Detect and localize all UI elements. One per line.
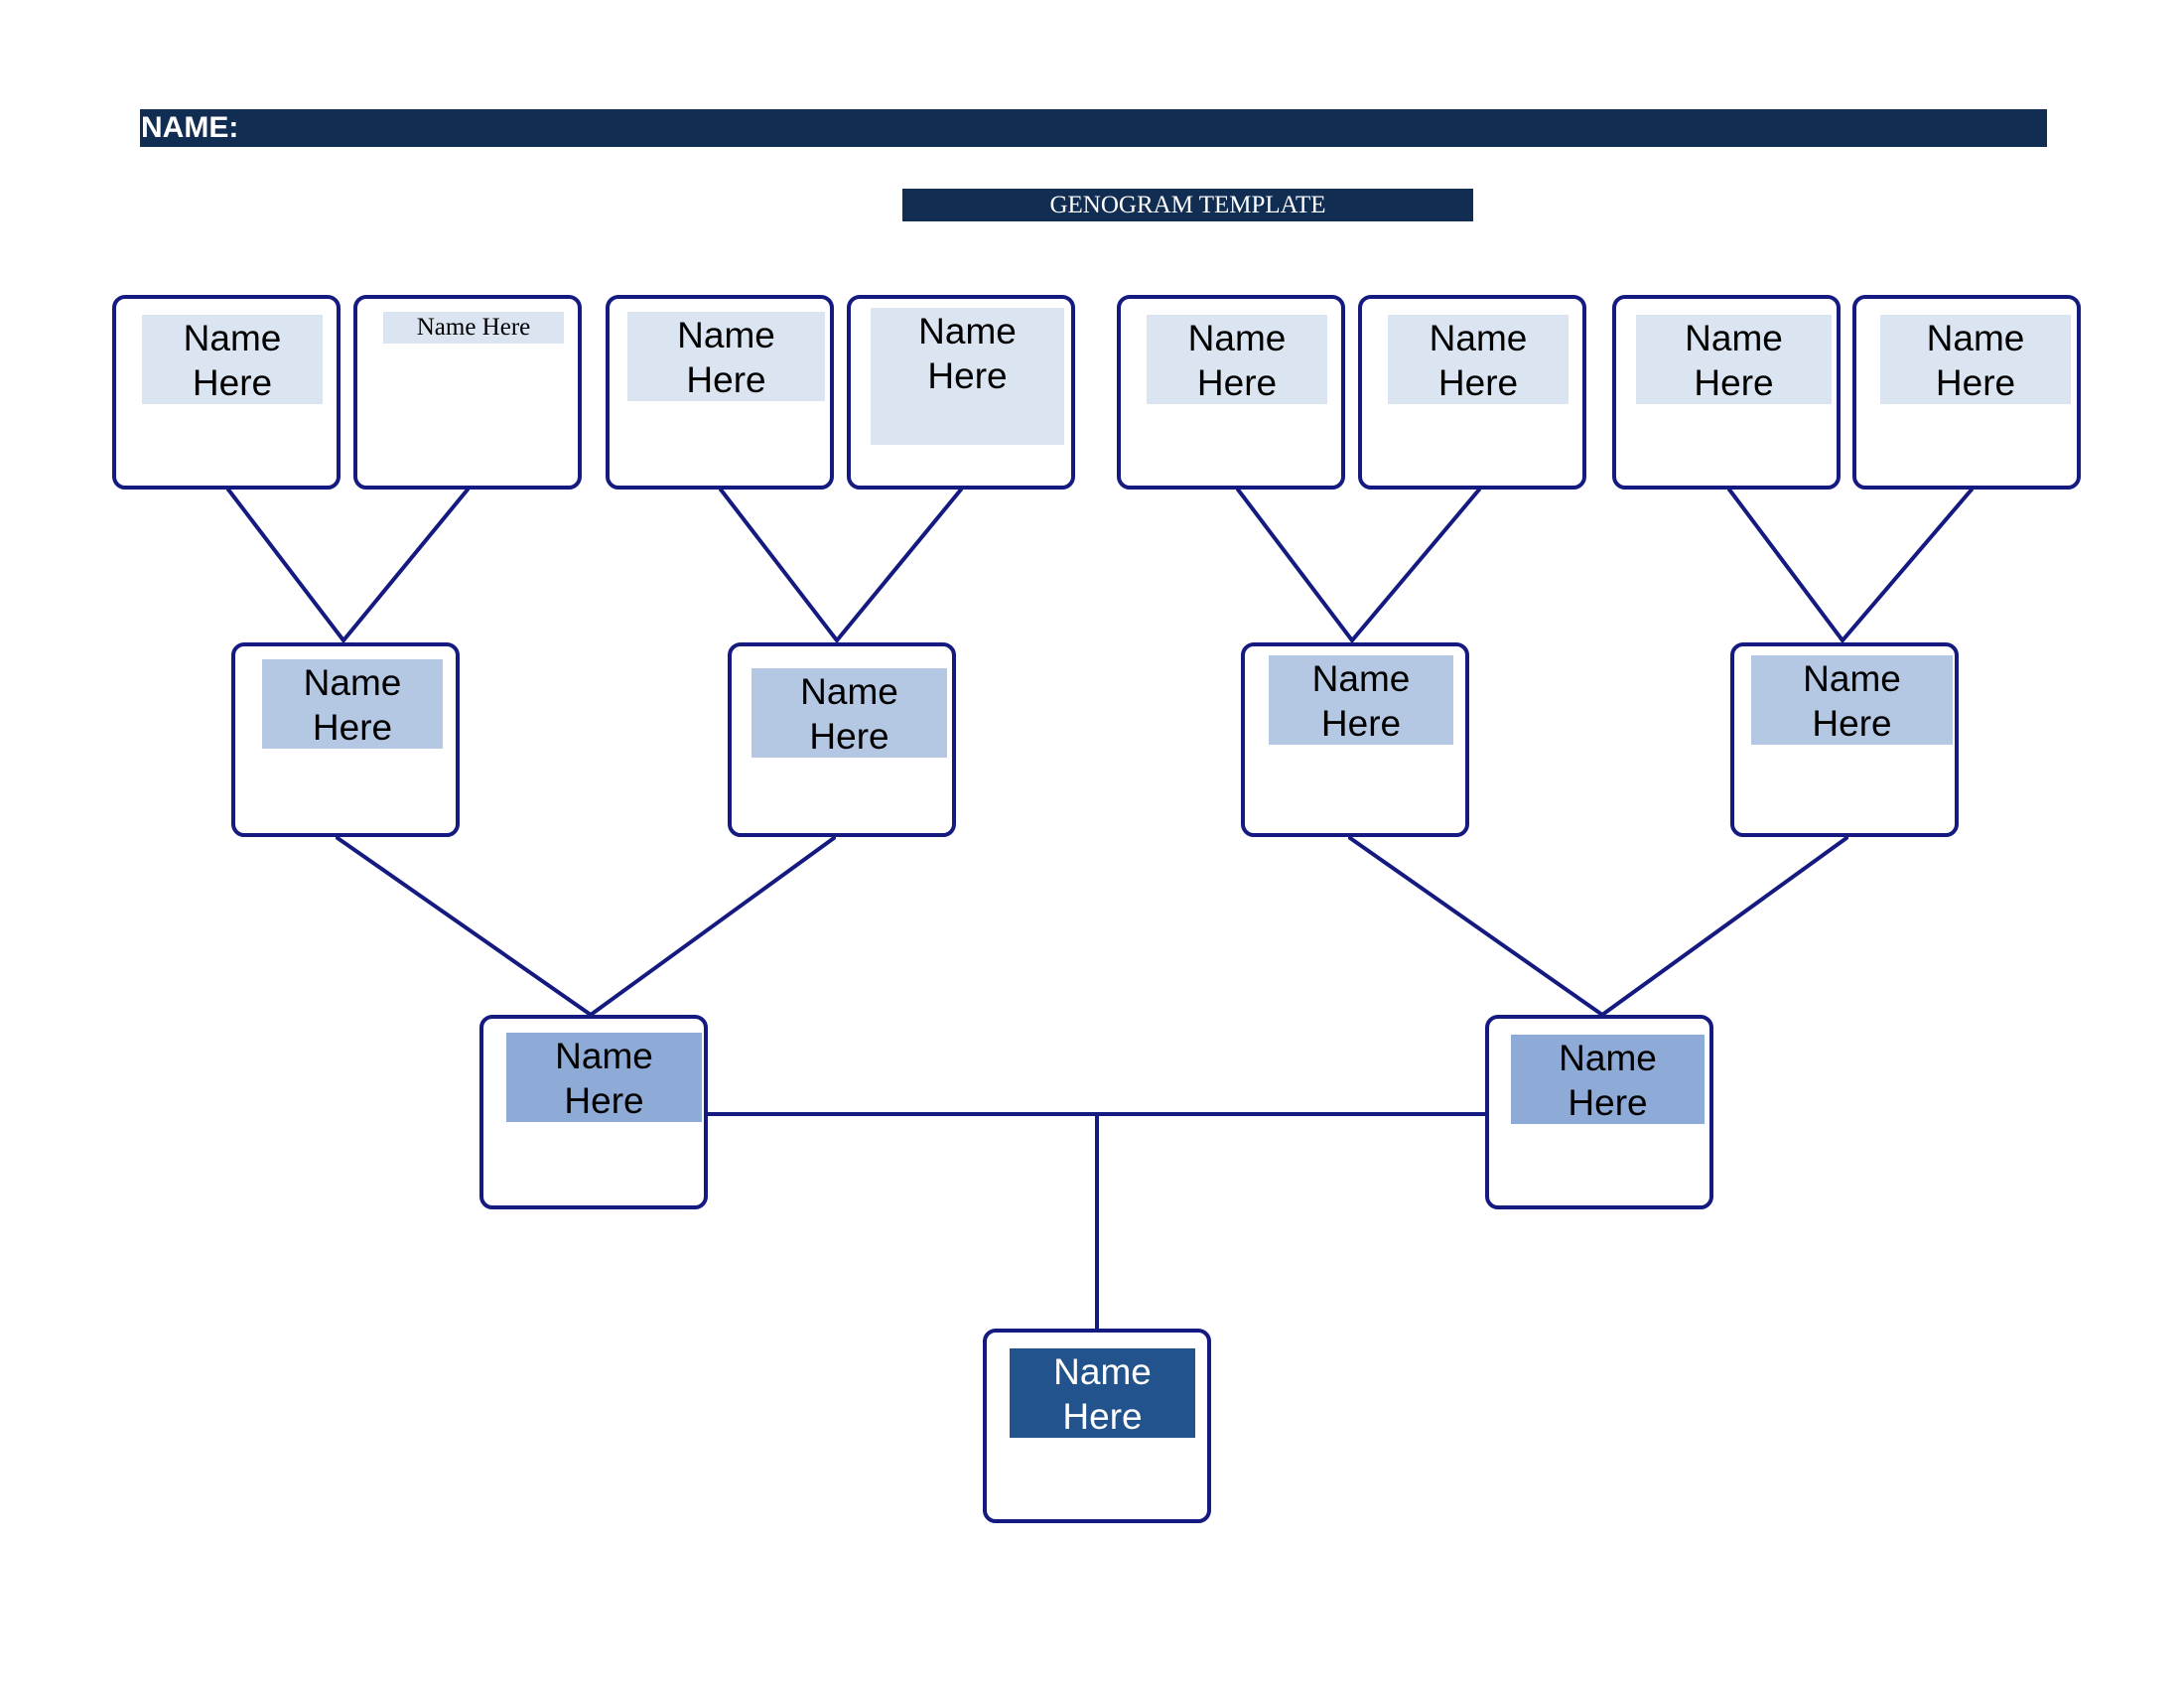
person-box-gen2-3: Name Here bbox=[1241, 642, 1469, 837]
person-name-label[interactable]: Name Here bbox=[1880, 315, 2071, 404]
connector-line bbox=[719, 488, 839, 642]
person-name-label[interactable]: Name Here bbox=[1269, 655, 1453, 745]
connector-line bbox=[1841, 488, 1974, 642]
person-name-label[interactable]: Name Here bbox=[506, 1033, 702, 1122]
connector-line bbox=[226, 488, 345, 642]
person-box-gen2-2: Name Here bbox=[728, 642, 956, 837]
person-name-label[interactable]: Name Here bbox=[262, 659, 443, 749]
person-box-gen1-2: Name Here bbox=[353, 295, 582, 490]
person-name-label[interactable]: Name Here bbox=[383, 312, 564, 344]
connector-line bbox=[1600, 836, 1848, 1017]
person-box-gen1-3: Name Here bbox=[606, 295, 834, 490]
connector-line bbox=[1727, 488, 1844, 642]
person-box-gen3-2: Name Here bbox=[1485, 1015, 1713, 1209]
person-box-gen3-1: Name Here bbox=[479, 1015, 708, 1209]
name-header-label: NAME: bbox=[141, 111, 239, 144]
person-box-gen1-4: Name Here bbox=[847, 295, 1075, 490]
person-box-gen4-1: Name Here bbox=[983, 1329, 1211, 1523]
person-name-label[interactable]: Name Here bbox=[142, 315, 323, 404]
connector-line bbox=[1350, 488, 1481, 642]
connector-line bbox=[341, 488, 470, 642]
person-name-label[interactable]: Name Here bbox=[871, 308, 1064, 445]
person-box-gen1-1: Name Here bbox=[112, 295, 341, 490]
person-box-gen1-6: Name Here bbox=[1358, 295, 1586, 490]
person-name-label[interactable]: Name Here bbox=[627, 312, 825, 401]
genogram-title-text: GENOGRAM TEMPLATE bbox=[1049, 192, 1326, 218]
person-name-label[interactable]: Name Here bbox=[1511, 1035, 1705, 1124]
person-name-label[interactable]: Name Here bbox=[751, 668, 947, 758]
person-name-label[interactable]: Name Here bbox=[1751, 655, 1953, 745]
connector-line bbox=[589, 836, 836, 1017]
person-name-label[interactable]: Name Here bbox=[1010, 1348, 1195, 1438]
person-name-label[interactable]: Name Here bbox=[1147, 315, 1327, 404]
connector-line bbox=[1348, 836, 1604, 1017]
person-box-gen2-1: Name Here bbox=[231, 642, 460, 837]
person-box-gen1-5: Name Here bbox=[1117, 295, 1345, 490]
person-box-gen1-8: Name Here bbox=[1852, 295, 2081, 490]
name-header-bar: NAME: bbox=[140, 109, 2047, 147]
connector-line bbox=[1236, 488, 1354, 642]
connector-line bbox=[336, 836, 593, 1017]
person-box-gen2-4: Name Here bbox=[1730, 642, 1959, 837]
genogram-title: GENOGRAM TEMPLATE bbox=[902, 189, 1473, 221]
person-box-gen1-7: Name Here bbox=[1612, 295, 1841, 490]
connector-line bbox=[835, 488, 963, 642]
person-name-label[interactable]: Name Here bbox=[1636, 315, 1832, 404]
person-name-label[interactable]: Name Here bbox=[1388, 315, 1569, 404]
